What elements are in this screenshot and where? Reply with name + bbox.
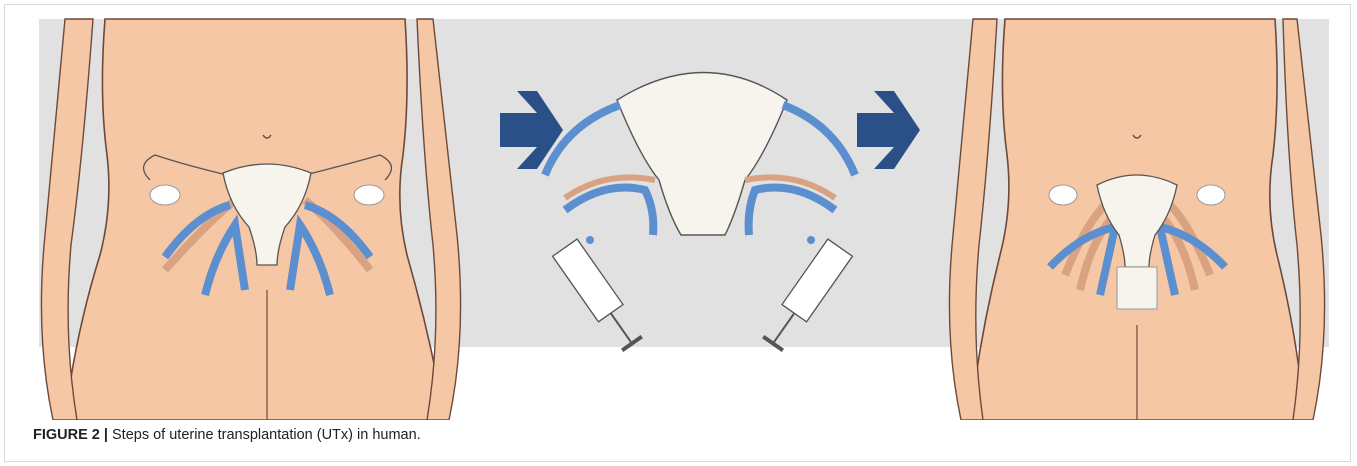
drip-left xyxy=(586,236,594,244)
right-ovary-left xyxy=(1049,185,1077,205)
right-ovary-right xyxy=(1197,185,1225,205)
drip-right xyxy=(807,236,815,244)
figure-caption: FIGURE 2 | Steps of uterine transplantat… xyxy=(33,427,421,443)
caption-label: FIGURE 2 | xyxy=(33,427,108,443)
right-vaginal-cuff xyxy=(1117,267,1157,309)
figure-frame: FIGURE 2 | Steps of uterine transplantat… xyxy=(4,4,1351,462)
uterine-transplantation-illustration xyxy=(5,5,1352,420)
left-ovary-right xyxy=(354,185,384,205)
left-ovary-left xyxy=(150,185,180,205)
caption-text: Steps of uterine transplantation (UTx) i… xyxy=(112,427,421,443)
